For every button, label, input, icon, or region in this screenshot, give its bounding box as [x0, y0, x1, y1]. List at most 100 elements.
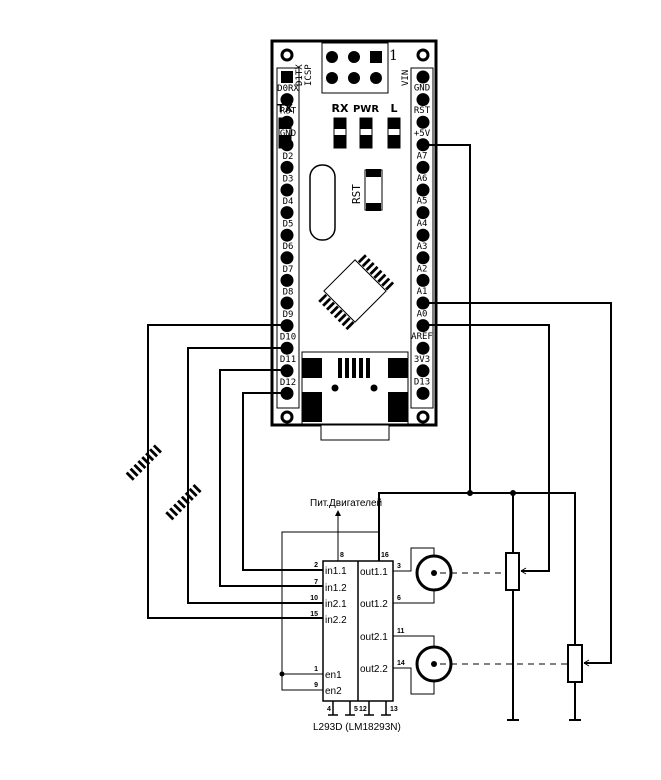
pin-label: D2 [283, 152, 294, 162]
pin-number: 9 [314, 682, 318, 689]
led-pwr: PWR [353, 104, 379, 149]
pin-pad [416, 93, 430, 107]
pin-label: out1.1 [360, 567, 388, 578]
d1tx-label: D1TX [295, 64, 305, 86]
potentiometer-2 [567, 644, 583, 683]
pin-label: D0RX [277, 84, 299, 94]
mounting-hole [416, 410, 430, 424]
wire-d12-in1-1 [242, 392, 323, 571]
pin-label: GND [414, 84, 430, 94]
pin-label: out2.1 [360, 632, 388, 643]
pin-number: 5 [354, 706, 358, 713]
icsp-header: ICSP D1TX 1 [295, 42, 398, 94]
mounting-hole [280, 48, 294, 62]
pin-label: D4 [283, 197, 294, 207]
pin-pad [416, 183, 430, 197]
pin-label: out1.2 [360, 599, 388, 610]
pin-pad [280, 183, 294, 197]
pin-label: A5 [417, 197, 428, 207]
pin-pad [416, 386, 430, 400]
pin-number: 4 [327, 706, 331, 713]
motor-2 [393, 635, 568, 695]
pin-pad [280, 206, 294, 220]
pin-pad [280, 160, 294, 174]
pin-pad [416, 273, 430, 287]
wires: Пит.Двигателей [147, 144, 612, 721]
pin-number: 12 [359, 706, 367, 713]
led-l: L [387, 102, 401, 149]
pin-number: 16 [381, 552, 389, 559]
pin-pad [280, 115, 294, 129]
pin-label: D8 [283, 287, 294, 297]
ground-symbol [364, 701, 374, 716]
pin-label: D3 [283, 174, 294, 184]
potentiometer-1 [505, 552, 520, 591]
pin1-marker: 1 [389, 48, 398, 64]
ground-symbol [381, 701, 391, 716]
pin-number: 2 [314, 562, 318, 569]
pin-pad [280, 228, 294, 242]
ground-symbol [345, 701, 355, 716]
mounting-hole [416, 48, 430, 62]
usb-connector [301, 351, 409, 441]
pin-label: en1 [325, 670, 342, 681]
led-label: L [390, 102, 397, 115]
pin-number: 15 [310, 611, 318, 618]
pin-label: D5 [283, 220, 294, 230]
junction-dot [510, 490, 516, 496]
pin-label: 3V3 [414, 355, 430, 365]
pin-label: en2 [325, 686, 342, 697]
wire-5v [423, 144, 471, 493]
pin-label: A7 [417, 151, 428, 161]
pin-pad [416, 206, 430, 220]
pin-pad [280, 93, 294, 107]
pin-label: out2.2 [360, 664, 388, 675]
pin-pad [280, 138, 294, 152]
pin-pad [416, 160, 430, 174]
pin-pad [281, 71, 293, 83]
junction-dot [467, 490, 473, 496]
pin-pad [416, 228, 430, 242]
pin-number: 8 [340, 552, 344, 559]
pin-label: in2.1 [325, 599, 347, 610]
motor-power-label: Пит.Двигателей [310, 498, 382, 509]
wire-a1-pot2 [423, 302, 612, 664]
motor-1 [393, 547, 506, 604]
led-rx: RX [332, 102, 349, 149]
wire-a0-pot1 [423, 324, 550, 572]
pin-label: A2 [417, 264, 428, 274]
pin-label: D6 [283, 242, 294, 252]
pin-label: +5V [414, 129, 431, 139]
mounting-hole [280, 410, 294, 424]
ground-symbol [328, 701, 338, 716]
reset-button: RST [350, 169, 383, 211]
wire-enable [281, 531, 379, 691]
pin-label: A4 [417, 219, 428, 229]
pin-number: 7 [314, 579, 318, 586]
pin-pad [416, 251, 430, 265]
microcontroller-chip [125, 254, 395, 521]
pin-label: RST [414, 106, 431, 116]
pin-number: 14 [397, 660, 405, 667]
pin-number: 11 [397, 628, 405, 635]
pin-label: GND [280, 129, 296, 139]
led-label: RX [332, 102, 349, 115]
pin-pad [416, 115, 430, 129]
crystal [309, 164, 336, 241]
pin-label: AREF [411, 332, 433, 342]
rst-button-label: RST [350, 184, 363, 204]
pin-pad [416, 364, 430, 378]
pin-pad [416, 341, 430, 355]
pin-label: D9 [283, 310, 294, 320]
pin-label: D13 [414, 377, 430, 387]
pin-pad [280, 296, 294, 310]
wire-d10-in2-1 [187, 347, 323, 604]
wire-d11-in1-2 [219, 369, 323, 587]
wire-5v-bus [378, 492, 576, 645]
pin-label: D11 [280, 355, 296, 365]
pin-number: 13 [390, 706, 398, 713]
pin-label: D12 [280, 378, 296, 388]
pin-label: in2.2 [325, 615, 347, 626]
pin-label: VIN [401, 70, 411, 86]
